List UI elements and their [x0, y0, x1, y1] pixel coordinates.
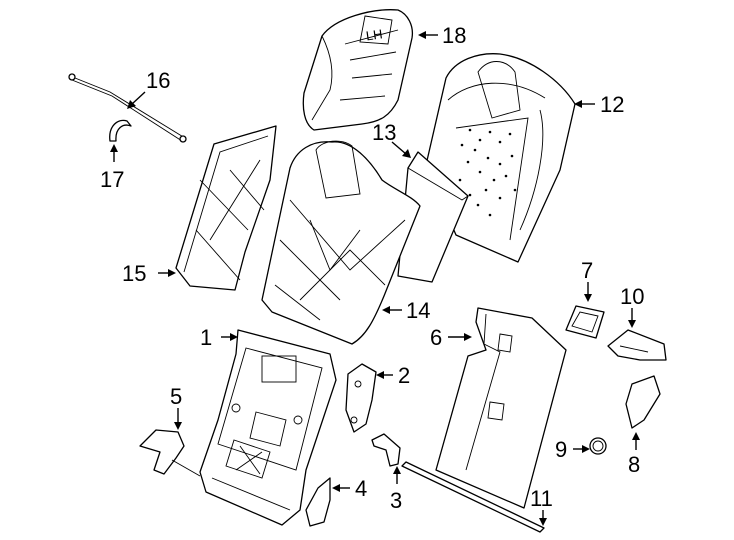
callout-labels: 1 2 3 4 5 6 7 8 9 10 11 12 13 14 15 16 1…: [100, 23, 644, 513]
callout-7: 7: [581, 258, 593, 283]
callout-12: 12: [600, 92, 624, 117]
callout-1: 1: [200, 325, 212, 350]
part-8-cover: [625, 375, 661, 429]
callout-15: 15: [122, 261, 146, 286]
part-12-backrest-cover: [425, 53, 576, 263]
part-5-hinge-bracket: [139, 429, 201, 477]
part-16-cable: [68, 73, 187, 143]
callout-8: 8: [628, 452, 640, 477]
part-4-latch: [305, 477, 331, 527]
callout-6: 6: [430, 325, 442, 350]
part-2-bracket: [345, 363, 377, 433]
part-3-bracket: [371, 433, 401, 467]
part-1-seat-back-frame: [199, 329, 337, 526]
callout-9: 9: [555, 437, 567, 462]
part-18-headrest: LH: [302, 9, 414, 131]
callout-3: 3: [390, 488, 402, 513]
callout-16: 16: [146, 68, 170, 93]
part-17-clip: [109, 119, 132, 142]
callout-17: 17: [100, 167, 124, 192]
part-11-trim-strip: [401, 461, 545, 533]
callout-11: 11: [530, 486, 553, 511]
part-6-back-panel: [435, 307, 567, 509]
part-7-cap: [565, 305, 605, 339]
part-10-bracket: [607, 329, 667, 361]
part-9-ring: [589, 437, 607, 455]
part-15-side-bolster: [175, 125, 277, 291]
callout-14: 14: [406, 298, 430, 323]
perforation-dots: [458, 128, 517, 217]
callout-5: 5: [170, 384, 182, 409]
callout-13: 13: [372, 120, 396, 145]
callout-10: 10: [620, 284, 644, 309]
leader-lines: [110, 31, 640, 526]
headrest-mark: LH: [365, 26, 384, 43]
callout-2: 2: [398, 363, 410, 388]
callout-4: 4: [355, 476, 367, 501]
callout-18: 18: [442, 23, 466, 48]
part-14-backrest-cushion: [261, 140, 421, 345]
